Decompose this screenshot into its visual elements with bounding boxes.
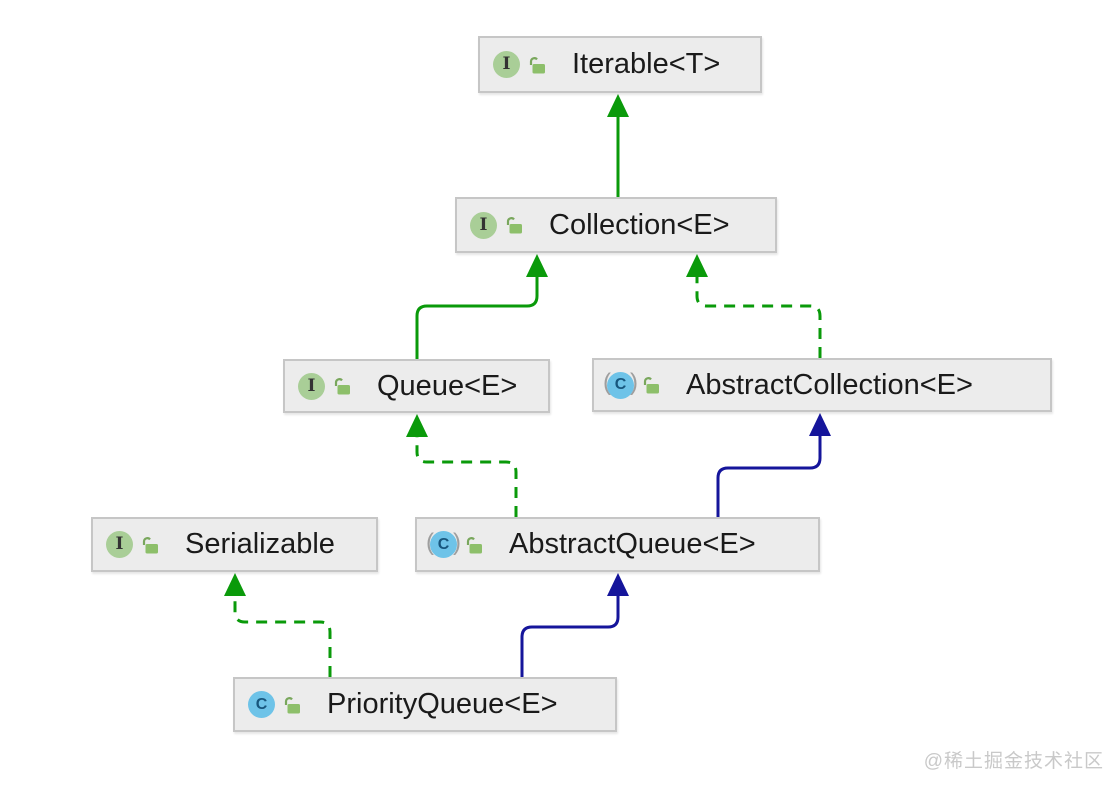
- edge-priorityqueue-implements-serializable: [233, 595, 332, 677]
- public-visibility-lock-icon: [284, 696, 300, 713]
- class-node-queue[interactable]: I Queue<E>: [283, 359, 550, 413]
- class-icon: C: [248, 691, 275, 718]
- arrowhead-priorityqueue-extends-abstractqueue: [607, 573, 629, 596]
- public-visibility-lock-icon: [506, 217, 522, 234]
- public-visibility-lock-icon: [466, 536, 482, 553]
- class-node-label: Iterable<T>: [572, 48, 721, 80]
- class-node-label: PriorityQueue<E>: [327, 688, 558, 720]
- interface-icon: I: [298, 372, 325, 400]
- arrowhead-abstractqueue-implements-queue: [406, 414, 428, 437]
- arrowhead-abstractcollection-implements-collection: [686, 254, 708, 277]
- class-node-serializable[interactable]: I Serializable: [91, 517, 378, 572]
- edge-abstractcollection-implements-collection: [695, 276, 822, 358]
- watermark: @稀土掘金技术社区: [923, 751, 1104, 772]
- public-visibility-lock-icon: [334, 378, 350, 395]
- public-visibility-lock-icon: [142, 536, 158, 553]
- arrowhead-priorityqueue-implements-serializable: [224, 573, 246, 596]
- abstract-class-icon: ( C ): [426, 529, 461, 559]
- edge-priorityqueue-extends-abstractqueue: [520, 595, 620, 677]
- arrowhead-abstractqueue-extends-abstractcollection: [809, 413, 831, 436]
- class-node-label: AbstractCollection<E>: [686, 368, 973, 401]
- edge-queue-extends-collection: [415, 276, 539, 359]
- public-visibility-lock-icon: [643, 377, 659, 394]
- interface-icon: I: [106, 531, 133, 558]
- edge-abstractqueue-implements-queue: [415, 436, 518, 517]
- class-node-label: Serializable: [185, 528, 335, 560]
- interface-icon: I: [493, 51, 520, 78]
- class-node-abstract-collection[interactable]: ( C ) AbstractCollection<E>: [592, 358, 1052, 412]
- class-node-collection[interactable]: I Collection<E>: [455, 197, 777, 253]
- abstract-class-icon: ( C ): [603, 369, 638, 399]
- class-node-label: Collection<E>: [549, 208, 730, 241]
- class-node-label: Queue<E>: [377, 369, 518, 402]
- interface-icon: I: [470, 211, 497, 239]
- class-node-abstract-queue[interactable]: ( C ) AbstractQueue<E>: [415, 517, 820, 572]
- class-node-label: AbstractQueue<E>: [509, 528, 756, 560]
- arrowhead-collection-extends-iterable: [607, 94, 629, 117]
- class-node-priority-queue[interactable]: C PriorityQueue<E>: [233, 677, 617, 732]
- class-node-iterable[interactable]: I Iterable<T>: [478, 36, 762, 93]
- public-visibility-lock-icon: [529, 56, 545, 73]
- arrowhead-queue-extends-collection: [526, 254, 548, 277]
- edge-abstractqueue-extends-abstractcollection: [716, 435, 822, 517]
